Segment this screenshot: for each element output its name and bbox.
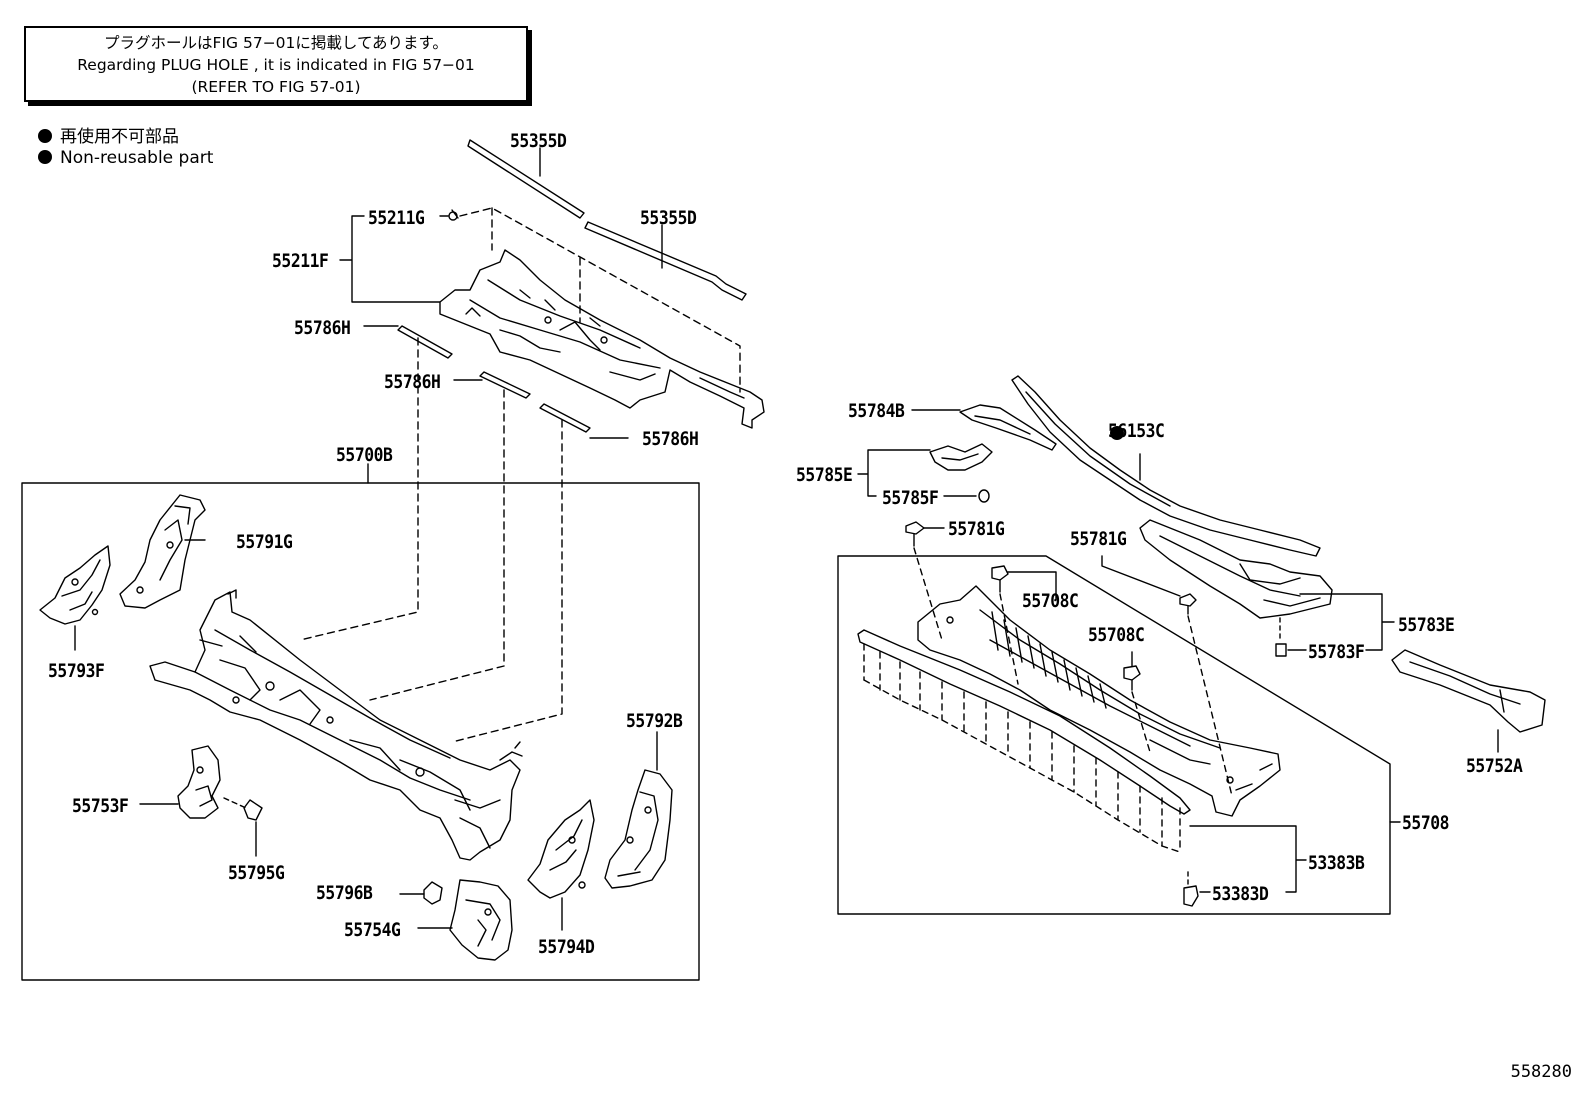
part-55791g-bracket [119, 494, 206, 609]
part-55211f-cowl-panel [439, 249, 765, 429]
leader-53383b [1189, 825, 1307, 893]
label-55211f[interactable]: 55211F [272, 250, 329, 272]
part-55794d-bracket [527, 799, 595, 931]
label-55791g[interactable]: 55791G [236, 531, 293, 553]
part-55355d-strip-upper [467, 139, 585, 219]
part-55355d-strip-lower [584, 221, 747, 301]
label-55708c-b[interactable]: 55708C [1088, 624, 1145, 646]
label-55795g[interactable]: 55795G [228, 862, 285, 884]
leader-55786h [363, 325, 629, 439]
label-55794d[interactable]: 55794D [538, 936, 595, 958]
dash-55211-outline [459, 207, 741, 393]
note-line-en: Regarding PLUG HOLE , it is indicated in… [77, 56, 475, 74]
part-55783f-clip [1275, 617, 1307, 657]
part-55754g-bracket [417, 879, 513, 961]
part-55211g-plug [439, 209, 459, 221]
label-55752a[interactable]: 55752A [1466, 755, 1523, 777]
dash-pad2 [369, 389, 505, 701]
part-55708-cowl-louver [917, 585, 1281, 817]
label-55781g-a[interactable]: 55781G [948, 518, 1005, 540]
legend-dot-icon [38, 129, 52, 143]
label-55792b[interactable]: 55792B [626, 710, 683, 732]
label-55753f[interactable]: 55753F [72, 795, 129, 817]
part-55786h-pad-3 [539, 403, 591, 433]
part-53383d-clip [1183, 871, 1211, 907]
dash-pad1 [299, 337, 419, 641]
label-55786h-3[interactable]: 55786H [642, 428, 699, 450]
leader-55211f [339, 215, 441, 303]
part-55781g-clip-a [905, 521, 945, 547]
part-56153c-weatherstrip [1011, 375, 1321, 557]
dash-pad3 [451, 419, 563, 743]
part-55785f-clip [943, 489, 990, 503]
label-55796b[interactable]: 55796B [316, 882, 373, 904]
part-55752a-duct [1391, 649, 1546, 753]
part-55786h-pad-1 [397, 325, 453, 359]
note-line-ja: プラグホールはFIG 57−01に掲載してあります。 [104, 34, 448, 52]
figure-code: 558280 [1510, 1062, 1572, 1082]
label-55785f[interactable]: 55785F [882, 487, 939, 509]
part-55792b-bracket [604, 731, 673, 889]
label-55355d-lower[interactable]: 55355D [640, 207, 697, 229]
plug-hole-note-box: プラグホールはFIG 57−01に掲載してあります。 Regarding PLU… [24, 26, 528, 102]
group-box-55700b [21, 482, 700, 981]
legend-ja: 再使用不可部品 [38, 122, 179, 147]
label-55786h-2[interactable]: 55786H [384, 371, 441, 393]
part-55785e-bracket [857, 443, 993, 497]
legend-ja-text: 再使用不可部品 [60, 127, 179, 147]
part-55796b-clip [399, 881, 443, 905]
label-55785e[interactable]: 55785E [796, 464, 853, 486]
non-reusable-dot-icon [1110, 426, 1124, 440]
part-55795g-clip [223, 797, 263, 857]
label-55783e[interactable]: 55783E [1398, 614, 1455, 636]
part-55784b-cover [911, 404, 1057, 451]
label-53383b[interactable]: 53383B [1308, 852, 1365, 874]
part-55753f-bracket [139, 745, 221, 819]
part-55781g-clip-b [1101, 555, 1197, 615]
part-55708c-clip-b [1123, 651, 1141, 691]
part-55783e-panel [1139, 519, 1395, 651]
label-55793f[interactable]: 55793F [48, 660, 105, 682]
legend-en-text: Non-reusable part [60, 148, 214, 168]
label-55754g[interactable]: 55754G [344, 919, 401, 941]
part-55708c-clip-a [991, 565, 1057, 601]
part-55786h-pad-2 [479, 371, 531, 399]
part-55793f-bracket [39, 545, 111, 651]
dash-55708-clips [913, 547, 1233, 797]
label-55786h-1[interactable]: 55786H [294, 317, 351, 339]
label-55211g[interactable]: 55211G [368, 207, 425, 229]
label-55700b[interactable]: 55700B [336, 444, 393, 466]
label-53383d[interactable]: 53383D [1212, 883, 1269, 905]
legend-dot-icon [38, 150, 52, 164]
label-55708[interactable]: 55708 [1402, 812, 1450, 834]
label-55783f[interactable]: 55783F [1308, 641, 1365, 663]
note-line-ref: (REFER TO FIG 57-01) [191, 78, 361, 96]
label-55708c-a[interactable]: 55708C [1022, 590, 1079, 612]
label-55781g-b[interactable]: 55781G [1070, 528, 1127, 550]
part-55708-seal-strip [857, 629, 1191, 853]
group-box-55708 [837, 555, 1391, 915]
label-55355d-upper[interactable]: 55355D [510, 130, 567, 152]
part-55700b-cowl-main [149, 589, 523, 861]
label-55784b[interactable]: 55784B [848, 400, 905, 422]
legend-en: Non-reusable part [38, 148, 213, 168]
